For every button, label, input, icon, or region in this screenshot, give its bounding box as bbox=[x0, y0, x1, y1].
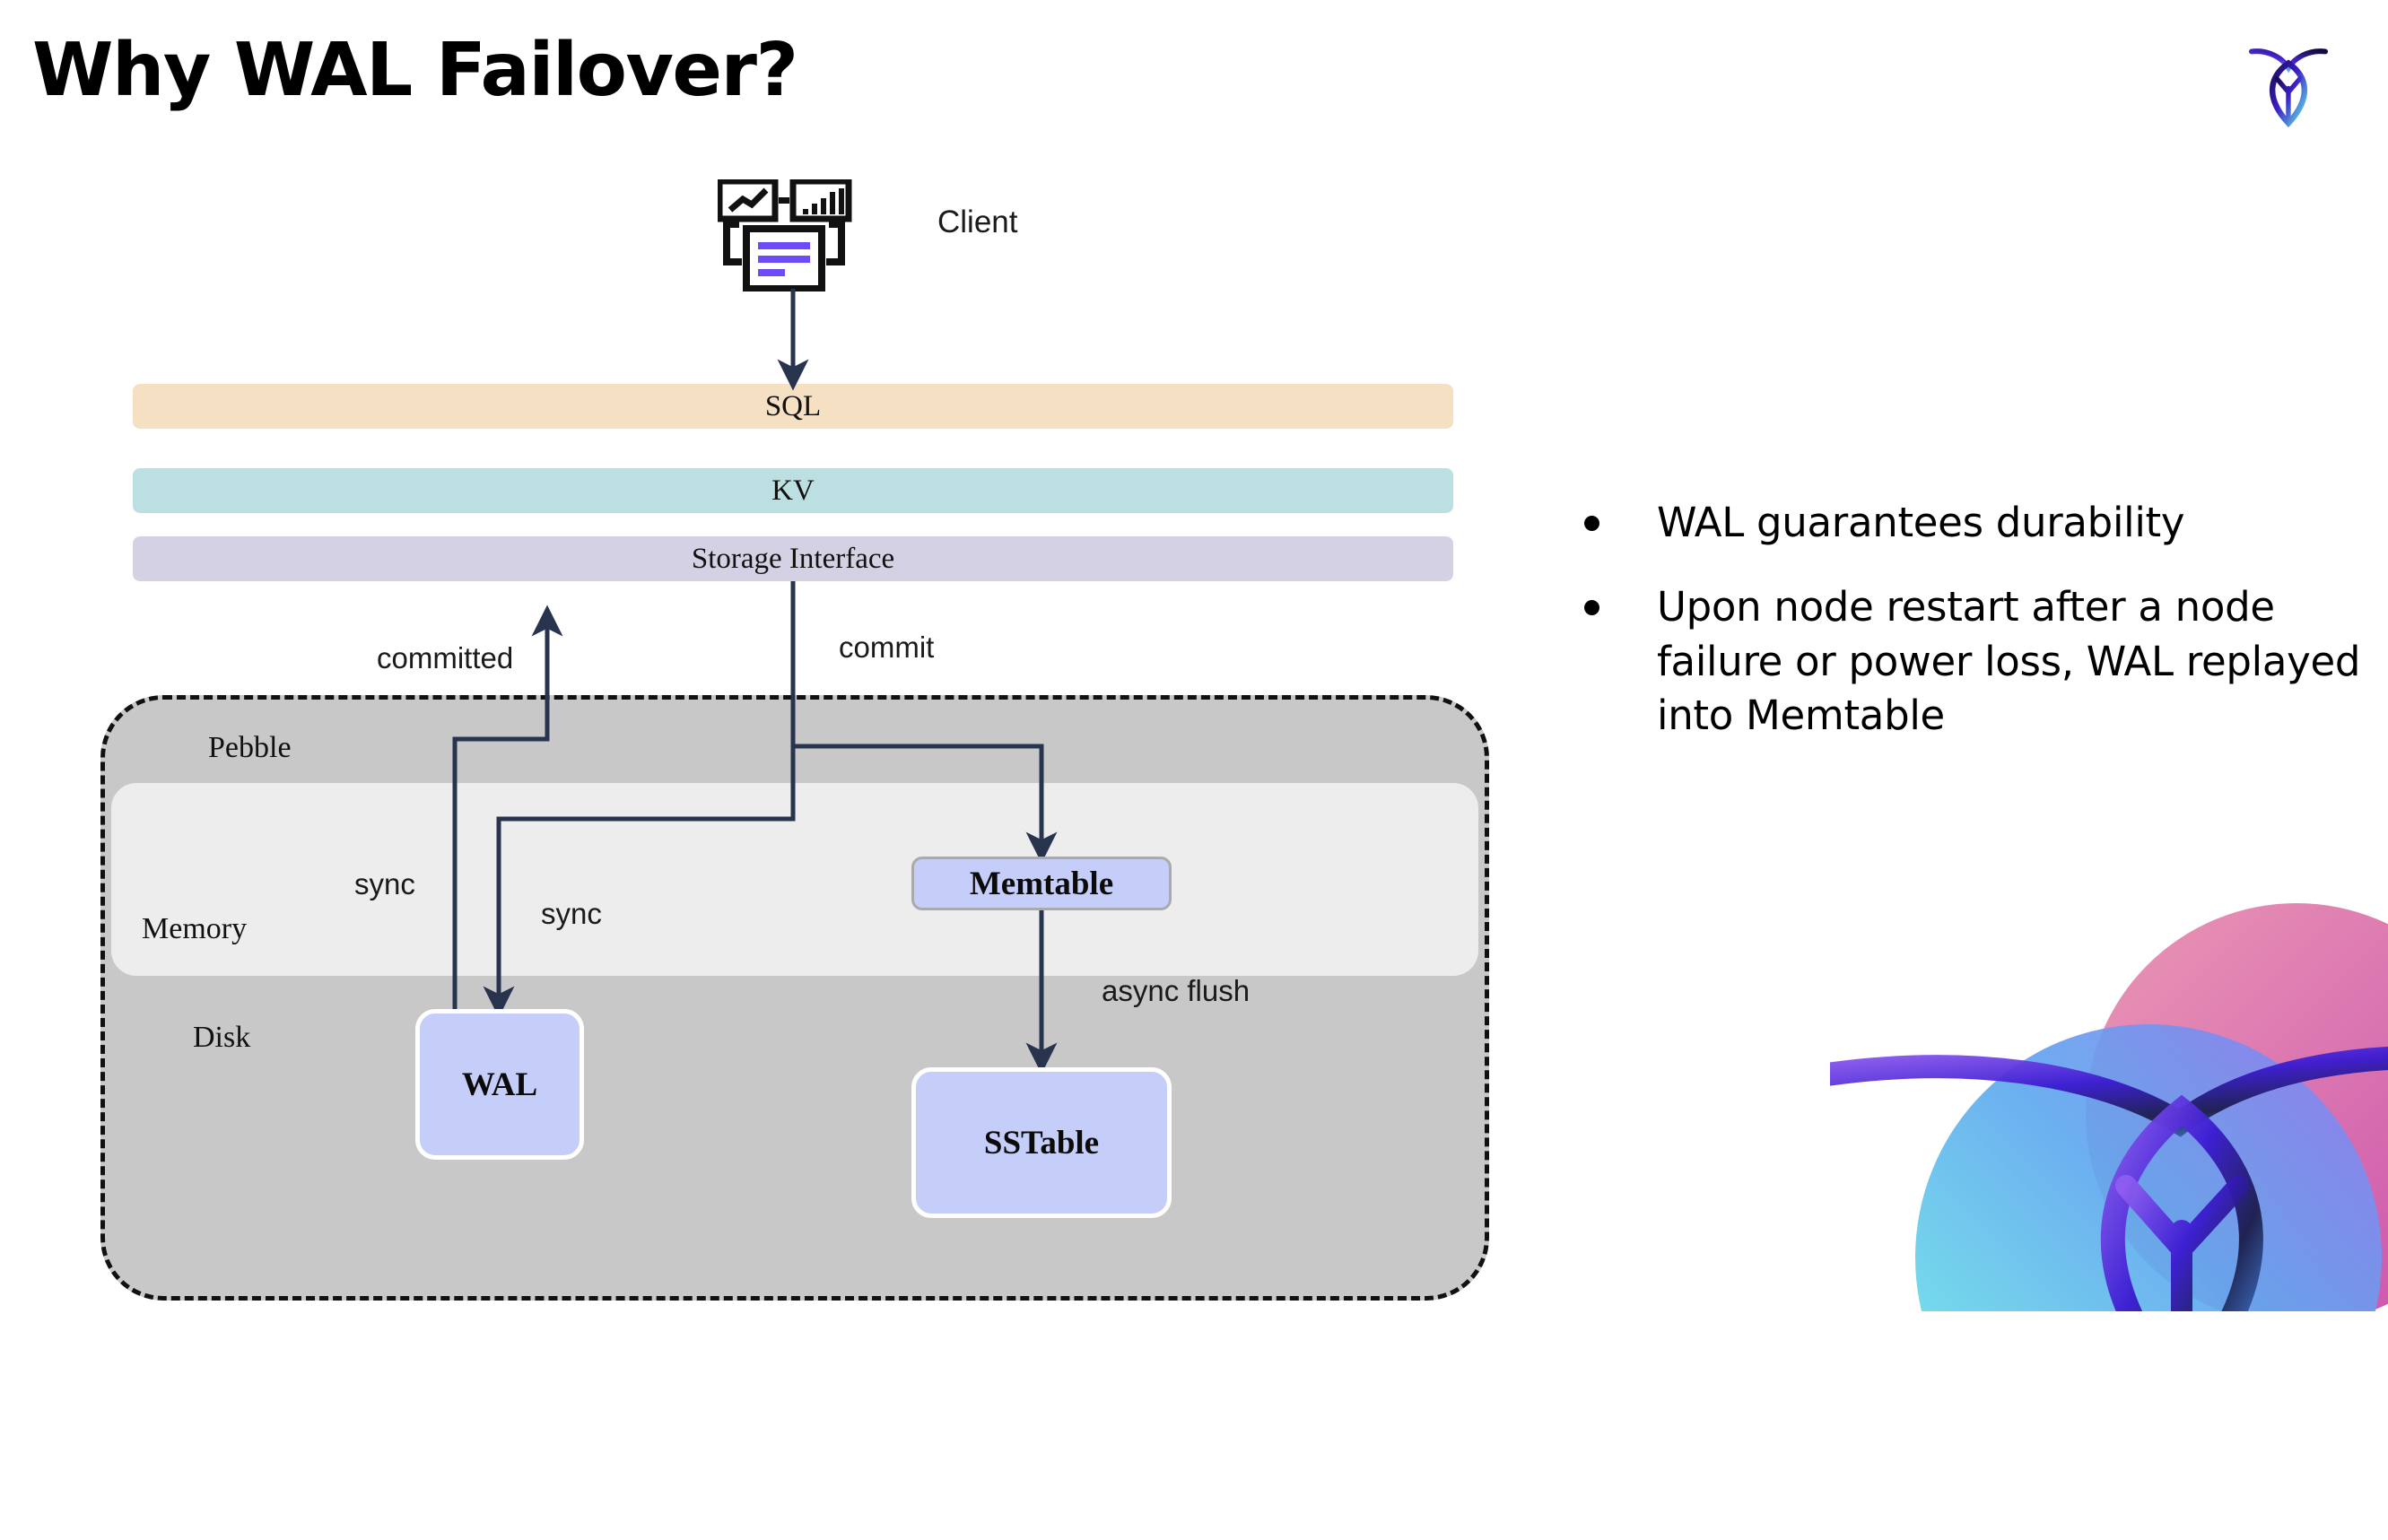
bullet-dot-icon bbox=[1584, 600, 1599, 616]
list-item: Upon node restart after a node failure o… bbox=[1584, 580, 2374, 743]
bullet-list: WAL guarantees durability Upon node rest… bbox=[1584, 496, 2374, 773]
list-item: WAL guarantees durability bbox=[1584, 496, 2374, 550]
layer-bar-kv: KV bbox=[133, 468, 1453, 513]
node-sstable[interactable]: SSTable bbox=[911, 1067, 1172, 1218]
edge-label-sync-right: sync bbox=[541, 897, 602, 930]
cockroach-leaf-logo-icon bbox=[2240, 34, 2337, 131]
layer-bar-storage-interface: Storage Interface bbox=[133, 536, 1453, 581]
node-label-wal: WAL bbox=[461, 1066, 538, 1103]
bullet-text: Upon node restart after a node failure o… bbox=[1657, 583, 2361, 739]
node-label-memtable: Memtable bbox=[969, 865, 1114, 902]
pebble-label: Pebble bbox=[208, 731, 292, 764]
edge-label-sync-left: sync bbox=[354, 867, 415, 901]
wal-architecture-diagram: Client SQL KV Storage Interface Pebble M… bbox=[100, 178, 1489, 1301]
client-label: Client bbox=[937, 204, 1018, 239]
cockroach-leaf-watermark-icon bbox=[1830, 854, 2388, 1536]
disk-label: Disk bbox=[193, 1021, 251, 1054]
node-label-sstable: SSTable bbox=[983, 1124, 1100, 1162]
layer-label-kv: KV bbox=[771, 474, 815, 507]
edge-label-async-flush: async flush bbox=[1102, 974, 1251, 1007]
bullet-dot-icon bbox=[1584, 516, 1599, 531]
client-dashboard-icon bbox=[716, 178, 861, 292]
layer-label-sql: SQL bbox=[764, 389, 822, 422]
connector-wires bbox=[452, 289, 1058, 1075]
layer-label-storage-interface: Storage Interface bbox=[691, 542, 895, 575]
memory-label: Memory bbox=[142, 912, 248, 945]
node-wal[interactable]: WAL bbox=[415, 1009, 584, 1160]
edge-label-commit: commit bbox=[839, 631, 935, 664]
edge-label-committed: committed bbox=[377, 641, 514, 674]
layer-bar-sql: SQL bbox=[133, 384, 1453, 429]
bullet-text: WAL guarantees durability bbox=[1657, 499, 2185, 546]
page-title: Why WAL Failover? bbox=[32, 28, 798, 113]
node-memtable[interactable]: Memtable bbox=[911, 857, 1172, 910]
